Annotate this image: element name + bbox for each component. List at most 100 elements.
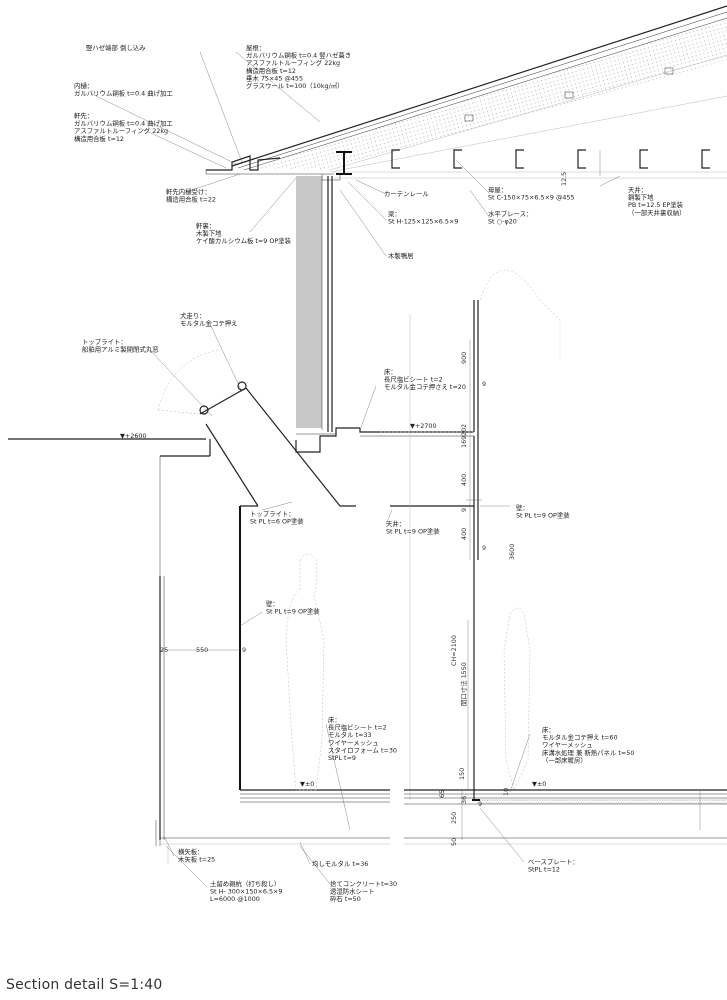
annotation-line: St H-125×125×6.5×9	[388, 218, 458, 226]
dim-9d: 9	[242, 646, 246, 654]
annotation-beam: 梁：St H-125×125×6.5×9	[388, 209, 458, 226]
annotations: 竪ハゼ端部 倒し込み屋根：ガルバリウム鋼板 t=0.4 竪ハゼ葺きアスファルトル…	[74, 43, 686, 903]
annotation-line: 均しモルタル t=36	[312, 859, 368, 868]
annotation-line: 梁：	[388, 209, 401, 218]
annotation-line: 床：	[542, 725, 555, 734]
annotation-line: 母屋：	[488, 186, 507, 194]
annotation-line: モルタル金コテ押え	[180, 319, 238, 328]
dim-12-5: 12.5	[560, 172, 568, 186]
annotation-line: St PL t=9 OP塗装	[266, 607, 320, 616]
dim-2: 2	[460, 424, 468, 428]
dim-169: 169	[460, 436, 468, 448]
curtain	[296, 176, 322, 428]
annotation-line: 軒裏：	[196, 221, 215, 230]
dim-20: 20	[460, 428, 468, 436]
purlins	[391, 149, 710, 169]
dim-150: 150	[458, 768, 466, 780]
annotation-line: トップライト：	[250, 510, 295, 518]
dim-10: 10	[502, 788, 510, 796]
annotation-line: 構造用合板 t=22	[166, 195, 216, 204]
annotation-roof: 屋根：ガルバリウム鋼板 t=0.4 竪ハゼ葺きアスファルトルーフィング 22kg…	[246, 43, 351, 90]
annotation-line: 鋼製下地	[628, 193, 654, 202]
dim-9a: 9	[482, 380, 486, 388]
lower-room	[160, 506, 390, 864]
annotation-line: 犬走り：	[180, 311, 206, 320]
dim-9c: 9	[482, 544, 486, 552]
annotation-line: 構造用合板 t=12	[74, 134, 124, 143]
annotation-line: 軒先内樋受け：	[166, 187, 211, 196]
annotation-line: St PL t=9 OP塗装	[516, 511, 570, 520]
annotation-toplight: トップライト：船舶用アルミ製開閉式丸窓	[82, 338, 159, 354]
annotation-purlin: 母屋：St C-150×75×6.5×9 @455	[488, 186, 575, 202]
annotation-h-brace: 水平ブレース：St ○-φ20	[488, 209, 532, 226]
dim-900: 900	[460, 352, 468, 364]
annotation-wall-left: 壁：St PL t=9 OP塗装	[266, 599, 320, 616]
annotation-line: 横矢板：	[178, 847, 204, 856]
annotation-line: 屋根：	[246, 43, 265, 52]
level-plus2700: ▼+2700	[410, 422, 437, 430]
annotation-line: 構造用合板 t=12	[246, 66, 296, 75]
annotation-line: 砕石 t=50	[330, 894, 361, 903]
annotation-line: 床：	[328, 715, 341, 724]
annotation-line: ガルバリウム鋼板 t=0.4 曲げ加工	[74, 89, 173, 98]
annotation-line: （一部床暖房）	[542, 755, 587, 764]
annotation-toplight-pl: トップライト：St PL t=6 OP塗装	[250, 510, 304, 526]
annotation-gutter-support: 軒先内樋受け：構造用合板 t=22	[166, 187, 216, 204]
annotation-line: カーテンレール	[384, 190, 429, 198]
annotation-line: モルタル金コテ押え t=60	[542, 733, 618, 742]
annotation-line: ケイ酸カルシウム板 t=9 OP塗装	[196, 236, 292, 245]
annotation-lagging: 横矢板：木矢板 t=25	[178, 847, 215, 864]
annotation-line: アスファルトルーフィング 22kg	[74, 126, 168, 135]
annotation-line: 床溝水処理 兼 断熱パネル t=50	[542, 748, 634, 757]
dim-opening: 開口寸法 1550	[459, 662, 468, 706]
level-plus2600: ▼+2600	[120, 432, 147, 440]
annotation-line: 壁：	[266, 599, 279, 608]
dim-250: 250	[450, 812, 458, 824]
annotation-line: 木製鴨居	[388, 251, 414, 260]
annotation-line: 長尺塩ビシート t=2	[384, 375, 443, 384]
annotation-line: 木製下地	[196, 229, 222, 238]
annotation-line: 天井：	[628, 185, 647, 194]
annotation-line: St C-150×75×6.5×9 @455	[488, 194, 575, 202]
annotation-line: 透湿防水シート	[330, 887, 375, 896]
annotation-line: ワイヤーメッシュ	[542, 741, 593, 749]
annotation-line: StPL t=12	[528, 866, 560, 874]
annotation-line: 長尺塩ビシート t=2	[328, 723, 387, 732]
dimension-lines	[160, 150, 701, 840]
roof-assembly	[205, 5, 727, 181]
annotation-line: StPL t=9	[328, 754, 356, 762]
annotation-line: 内樋：	[74, 81, 93, 90]
annotation-line: 捨てコンクリートt=30	[330, 879, 397, 888]
annotation-line: St ○-φ20	[488, 218, 517, 226]
right-room	[390, 269, 727, 845]
dim-400a: 400	[460, 474, 468, 486]
annotation-line: 垂木 75×45 @455	[246, 73, 303, 82]
annotation-line: L=6000 @1000	[210, 895, 260, 903]
annotation-line: 水平ブレース：	[488, 209, 532, 218]
annotation-line: 軒先：	[74, 111, 93, 120]
dim-550: 550	[196, 646, 208, 654]
annotation-ridge: 犬走り：モルタル金コテ押え	[180, 311, 238, 328]
leader-lines	[91, 51, 621, 887]
annotation-lintel: 木製鴨居	[388, 251, 414, 260]
dim-25: 25	[160, 646, 168, 654]
level-zero-left: ▼±0	[300, 780, 314, 788]
dim-3600: 3600	[508, 544, 516, 560]
dim-65: 65	[438, 790, 446, 798]
annotation-line: （一部天井裏収納）	[628, 208, 686, 217]
annotation-gutter: 内樋：ガルバリウム鋼板 t=0.4 曲げ加工	[74, 81, 173, 98]
dim-9e: 9	[478, 800, 482, 808]
annotation-line: グラスウール t=100（10kg/㎡）	[246, 81, 344, 90]
annotation-line: ガルバリウム鋼板 t=0.4 竪ハゼ葺き	[246, 51, 351, 60]
annotation-line: St H- 300×150×6.5×9	[210, 888, 282, 896]
annotation-line: PB t=12.5 EP塗装	[628, 200, 684, 209]
dim-ch: CH=2100	[450, 635, 458, 666]
annotation-mortar: 均しモルタル t=36	[312, 859, 368, 868]
dim-9b: 9	[460, 508, 468, 512]
